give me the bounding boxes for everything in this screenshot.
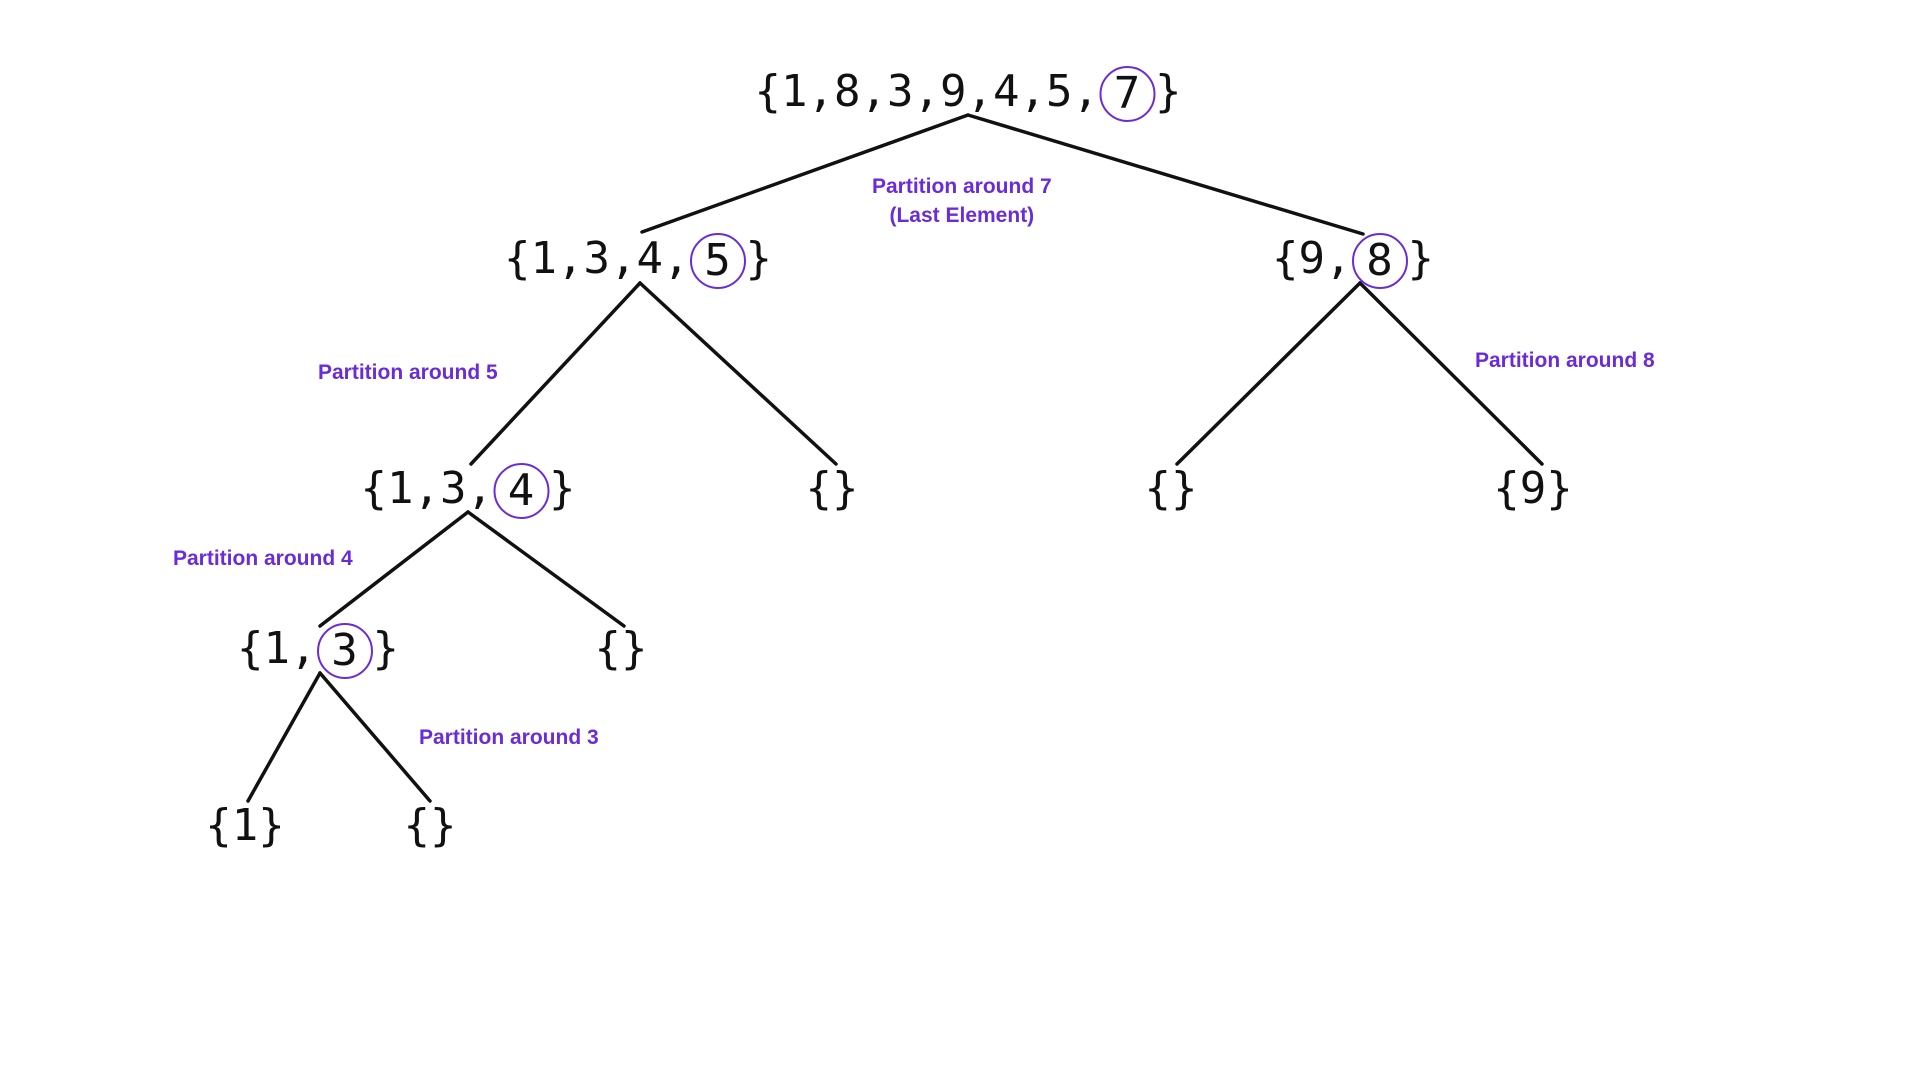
edge-right-left	[1175, 281, 1362, 466]
close-brace: }	[1171, 463, 1198, 514]
node-right: { 9 , 8}	[1272, 229, 1434, 289]
element-value: 8	[834, 66, 861, 117]
edge-left-right	[638, 281, 838, 466]
open-brace: {	[237, 623, 264, 674]
open-brace: {	[504, 233, 531, 284]
pivot-circle: 7	[1099, 66, 1155, 122]
pivot-circle: 3	[316, 623, 373, 679]
comma: ,	[1325, 233, 1352, 284]
element-value: 5	[1046, 66, 1073, 117]
close-brace: }	[372, 623, 400, 674]
close-brace: }	[1155, 66, 1182, 117]
edge-lll-left	[246, 671, 322, 803]
open-brace: {	[594, 623, 622, 674]
comma: ,	[1072, 66, 1100, 117]
element-value: 1	[387, 463, 414, 514]
node-right-left-empty: { }	[1145, 459, 1198, 519]
close-brace: }	[430, 800, 457, 851]
close-brace: }	[832, 463, 859, 514]
node-right-right: { 9 }	[1493, 459, 1573, 519]
node-left: { 1 , 3 , 4 , 5}	[504, 229, 772, 289]
comma: ,	[913, 66, 941, 117]
label-partition-4: Partition around 4	[173, 547, 353, 570]
element-value: 1	[781, 66, 808, 117]
element-value: 4	[636, 233, 664, 284]
close-brace: }	[549, 463, 576, 514]
comma: ,	[663, 233, 690, 284]
edge-root-right	[966, 113, 1365, 236]
edge-ll-right	[466, 510, 626, 628]
close-brace: }	[1407, 233, 1435, 284]
label-partition-7-line2: (Last Element)	[889, 204, 1035, 227]
open-brace: {	[805, 463, 833, 514]
comma: ,	[557, 233, 584, 284]
edge-left-left	[469, 281, 642, 466]
label-partition-3: Partition around 3	[419, 726, 599, 749]
edge-lll-right	[318, 671, 432, 803]
comma: ,	[290, 623, 317, 674]
element-value: 1	[530, 233, 558, 284]
comma: ,	[413, 463, 441, 514]
comma: ,	[860, 66, 888, 117]
open-brace: {	[754, 66, 782, 117]
element-value: 3	[440, 463, 467, 514]
label-partition-5: Partition around 5	[318, 361, 498, 384]
node-leaf-one: { 1 }	[205, 796, 285, 856]
node-left-left: { 1 , 3 , 4}	[361, 459, 576, 519]
label-partition-7: Partition around 7 (Last Element)	[872, 172, 1052, 230]
node-left-right-empty: { }	[806, 459, 859, 519]
close-brace: }	[1546, 463, 1573, 514]
element-value: 1	[231, 800, 259, 851]
node-left-left-right-empty: { }	[595, 619, 648, 679]
pivot-circle: 5	[689, 233, 746, 289]
close-brace: }	[621, 623, 648, 674]
pivot-circle: 4	[493, 463, 549, 519]
comma: ,	[807, 66, 835, 117]
pivot-circle: 8	[1351, 233, 1408, 289]
node-leaf-empty: { }	[404, 796, 457, 856]
close-brace: }	[745, 233, 773, 284]
element-value: 9	[940, 66, 967, 117]
comma: ,	[466, 463, 494, 514]
element-value: 9	[1298, 233, 1326, 284]
comma: ,	[610, 233, 637, 284]
element-value: 3	[887, 66, 914, 117]
element-value: 9	[1519, 463, 1547, 514]
open-brace: {	[360, 463, 388, 514]
edge-root-left	[640, 113, 970, 234]
open-brace: {	[1493, 463, 1520, 514]
label-partition-7-line1: Partition around 7	[872, 175, 1052, 198]
open-brace: {	[205, 800, 232, 851]
edge-right-right	[1358, 281, 1544, 466]
node-left-left-left: { 1 , 3}	[237, 619, 399, 679]
element-value: 1	[263, 623, 291, 674]
label-partition-8: Partition around 8	[1475, 349, 1655, 372]
edge-ll-left	[318, 510, 470, 628]
open-brace: {	[1144, 463, 1172, 514]
close-brace: }	[258, 800, 285, 851]
comma: ,	[966, 66, 994, 117]
open-brace: {	[1272, 233, 1299, 284]
comma: ,	[1019, 66, 1047, 117]
open-brace: {	[403, 800, 431, 851]
element-value: 4	[993, 66, 1020, 117]
node-root: { 1 , 8 , 3 , 9 , 4 , 5 , 7}	[755, 62, 1182, 122]
element-value: 3	[583, 233, 611, 284]
